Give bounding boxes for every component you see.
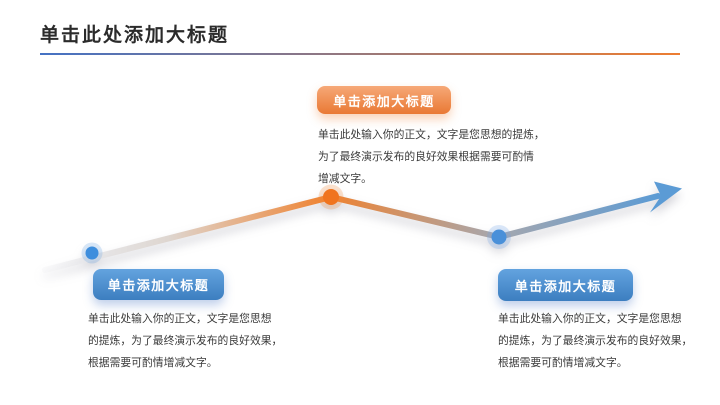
title-underline	[40, 53, 680, 55]
callout-top-body: 单击此处输入你的正文，文字是您思想的提炼， 为了最终演示发布的良好效果根据需要可…	[318, 124, 545, 190]
arrow-head-icon	[650, 181, 682, 213]
body-line: 的提炼，为了最终演示发布的良好效果，	[498, 335, 693, 347]
trend-line-icon	[42, 193, 661, 273]
body-line: 根据需要可酌情增减文字。	[88, 357, 218, 369]
node-dot-valley-icon	[491, 229, 507, 245]
body-line: 单击此处输入你的正文，文字是您思想的提炼，	[318, 129, 545, 141]
callout-left-body: 单击此处输入你的正文，文字是您思想 的提炼，为了最终演示发布的良好效果， 根据需…	[88, 308, 282, 374]
node-dot-left-icon	[85, 246, 99, 260]
callout-right-button[interactable]: 单击添加大标题	[498, 269, 633, 301]
body-line: 单击此处输入你的正文，文字是您思想	[88, 313, 272, 325]
callout-top-button[interactable]: 单击添加大标题	[317, 86, 451, 114]
page-title: 单击此处添加大标题	[40, 25, 230, 46]
body-line: 根据需要可酌情增减文字。	[498, 357, 628, 369]
body-line: 单击此处输入你的正文，文字是您思想	[498, 313, 682, 325]
node-dot-peak-icon	[323, 189, 339, 205]
body-line: 的提炼，为了最终演示发布的良好效果，	[88, 335, 283, 347]
body-line: 为了最终演示发布的良好效果根据需要可酌情	[318, 151, 534, 163]
callout-right-body: 单击此处输入你的正文，文字是您思想 的提炼，为了最终演示发布的良好效果， 根据需…	[498, 308, 692, 374]
body-line: 增减文字。	[318, 173, 372, 185]
callout-left-button[interactable]: 单击添加大标题	[93, 269, 224, 300]
